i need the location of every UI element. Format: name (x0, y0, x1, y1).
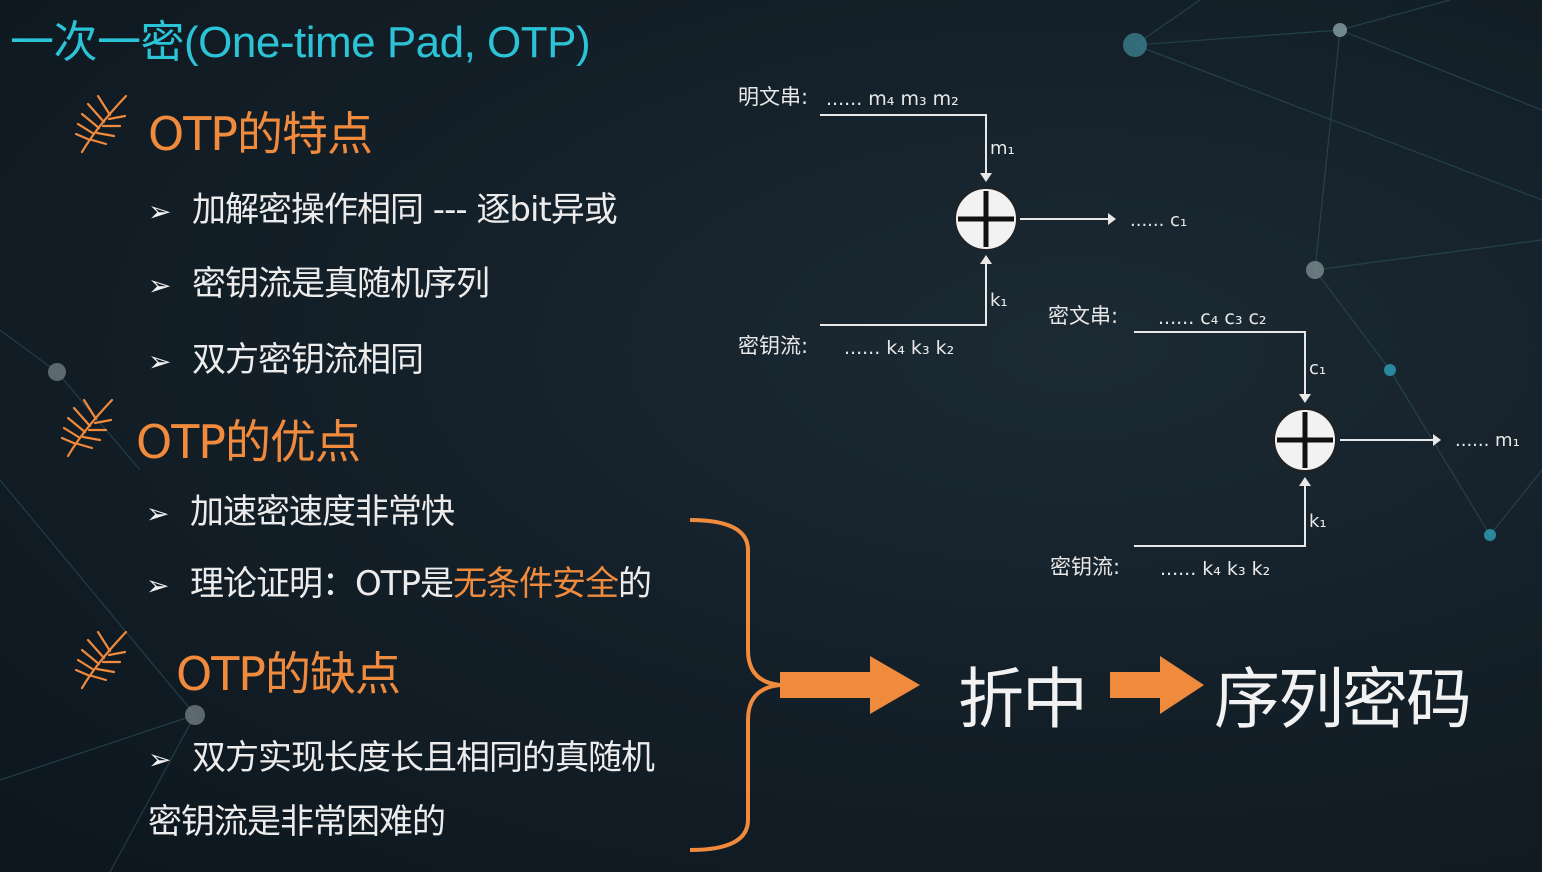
bullet-text: 加解密操作相同 --- 逐bit异或 (192, 190, 618, 230)
ciphertext-label: 密文串: (1048, 304, 1118, 328)
orange-arrow-icon (1110, 656, 1204, 714)
ciphertext-sequence: ...... c₄ c₃ c₂ (1158, 307, 1267, 329)
plaintext-sequence: ...... m₄ m₃ m₂ (826, 88, 959, 110)
keystream-label: 密钥流: (738, 334, 808, 358)
arrow-bullet-icon: ➢ (146, 497, 169, 530)
bullet-text: 双方密钥流相同 (192, 340, 424, 380)
section-heading-disadvantages: OTP的缺点 (176, 647, 401, 701)
otp-xor-diagram: 明文串: ...... m₄ m₃ m₂ m₁ ...... c₁ k₁ 密钥流… (738, 85, 1520, 580)
section-heading-features: OTP的特点 (148, 107, 373, 161)
bullet-item: ➢ 加速密速度非常快 (146, 484, 455, 533)
bullet-item: ➢ 理论证明：OTP是无条件安全的 (146, 556, 652, 605)
orange-arrow-icon (780, 656, 920, 714)
arrow-bullet-icon: ➢ (146, 569, 169, 602)
arrow-bullet-icon: ➢ (148, 345, 171, 378)
bullet-item: ➢ 加解密操作相同 --- 逐bit异或 (148, 182, 618, 231)
keystream-sequence: ...... k₄ k₃ k₂ (1160, 558, 1270, 580)
c1-input-label: c₁ (1309, 358, 1326, 379)
bullet-item: ➢ 密钥流是真随机序列 (148, 256, 490, 305)
ciphertext-output: ...... c₁ (1130, 210, 1187, 231)
page-title: 一次一密(One-time Pad, OTP) (10, 18, 591, 67)
plaintext-label: 明文串: (738, 85, 808, 109)
m1-input-label: m₁ (990, 138, 1015, 159)
section-heading-advantages: OTP的优点 (136, 415, 361, 469)
bullet-text-suffix: 的 (618, 564, 652, 604)
compromise-text: 折中 (958, 661, 1088, 738)
k1-input-label: k₁ (990, 290, 1008, 311)
bullet-item: ➢ 双方密钥流相同 (148, 332, 424, 381)
bullet-text: 密钥流是真随机序列 (192, 264, 490, 304)
keystream-sequence: ...... k₄ k₃ k₂ (844, 337, 954, 359)
bullet-text-prefix: 理论证明：OTP是 (190, 564, 454, 604)
xor-icon (954, 187, 1018, 251)
brace-arrows (689, 518, 1204, 852)
k1-input-label: k₁ (1309, 511, 1327, 532)
fern-leaf-icon (74, 630, 128, 690)
arrow-bullet-icon: ➢ (148, 743, 171, 776)
fern-leaf-icon (60, 398, 114, 458)
arrow-bullet-icon: ➢ (148, 195, 171, 228)
fern-leaf-icon (74, 94, 128, 154)
bullet-text-highlight: 无条件安全 (453, 564, 619, 604)
bullet-text: 双方实现长度长且相同的真随机 (192, 738, 655, 778)
bullet-item: ➢ 双方实现长度长且相同的真随机 (148, 730, 655, 779)
arrow-bullet-icon: ➢ (148, 269, 171, 302)
stream-cipher-text: 序列密码 (1214, 661, 1472, 738)
xor-icon (1273, 408, 1337, 472)
plaintext-output: ...... m₁ (1455, 430, 1520, 451)
bullet-text: 加速密速度非常快 (190, 492, 455, 532)
bullet-text-continuation: 密钥流是非常困难的 (148, 802, 446, 842)
keystream-label: 密钥流: (1050, 555, 1120, 579)
